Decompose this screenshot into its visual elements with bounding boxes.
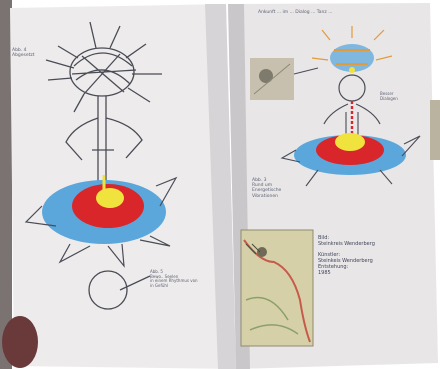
label-abb5: Abb. 5 Bewo.. Seelen in einem Rhythmus v… <box>150 270 198 288</box>
thumb <box>2 316 38 368</box>
label-abb4: Abb. 4 Abgesetzt <box>12 48 35 58</box>
label-dialog: Besser Dialogen <box>380 92 398 101</box>
small-photo <box>250 58 294 100</box>
pasted-photo <box>241 230 313 346</box>
right-page-header: Ankunft ... im ... Dialog ... Tanz ... <box>258 10 333 15</box>
photo-caption: Bild: Steinkreis Wenderberg Künstler: St… <box>318 236 375 276</box>
label-abb3: Abb. 3 Rund um Energetische Vibrationen <box>252 178 281 199</box>
